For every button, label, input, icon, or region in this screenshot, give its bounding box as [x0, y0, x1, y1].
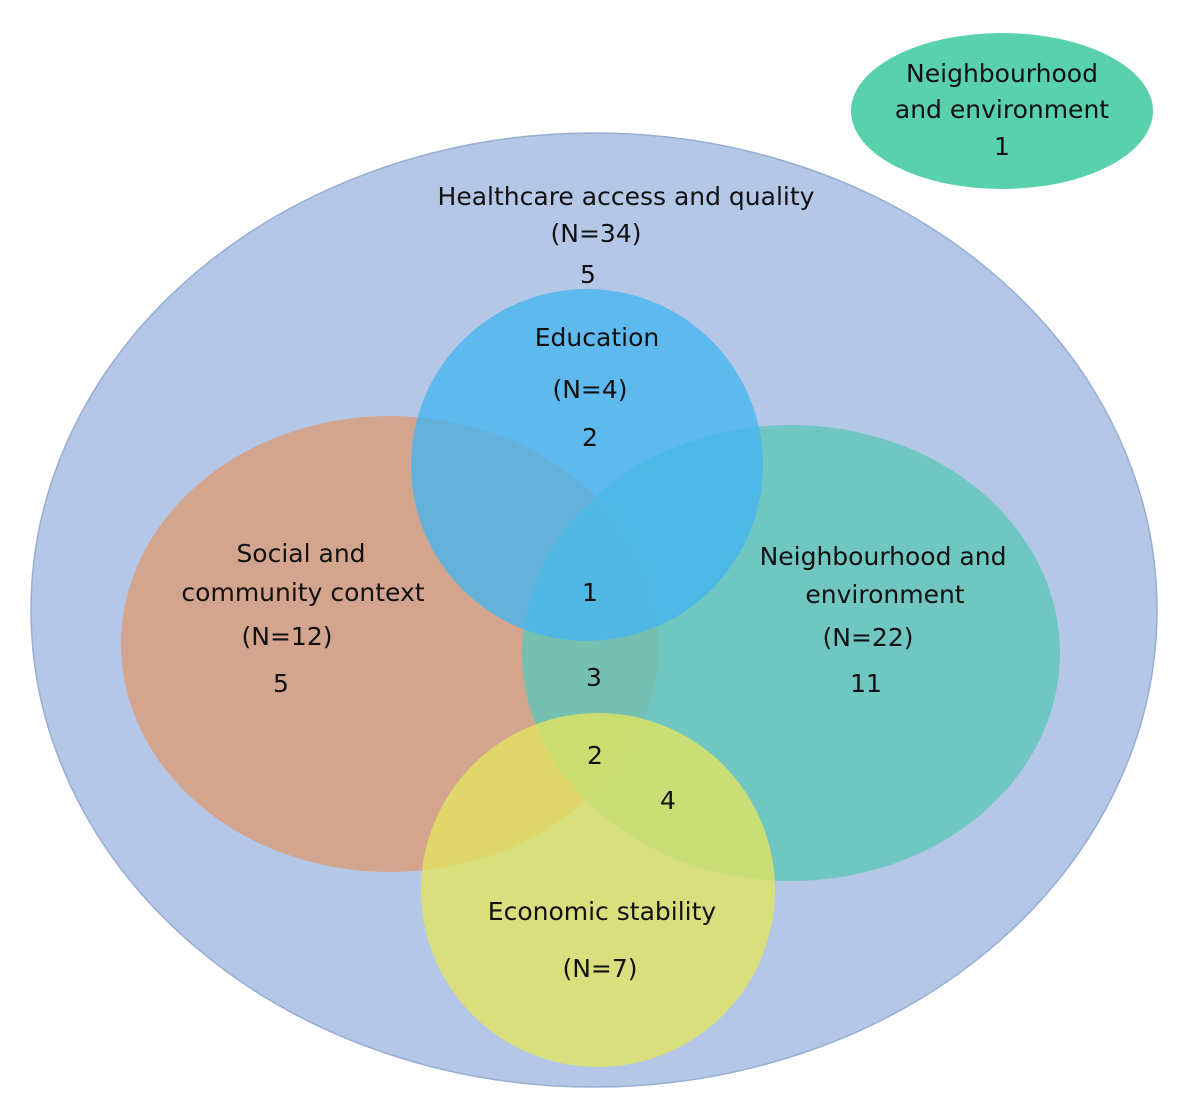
overlap-edu-social-neigh-count: 1 [582, 578, 598, 607]
neighbourhood-unique-count: 11 [850, 669, 882, 698]
healthcare-n: (N=34) [551, 219, 642, 248]
standalone-title-line2: and environment [895, 95, 1109, 124]
social-title-line1: Social and [236, 539, 365, 568]
economic-stability-circle [421, 713, 775, 1067]
social-n: (N=12) [242, 622, 333, 651]
healthcare-title: Healthcare access and quality [438, 182, 815, 211]
standalone-neighbourhood-ellipse [851, 33, 1153, 189]
education-title: Education [535, 323, 659, 352]
overlap-neigh-econ-count: 4 [660, 786, 676, 815]
overlap-social-neigh-econ-count: 2 [587, 741, 603, 770]
economic-title: Economic stability [488, 897, 717, 926]
education-circle [411, 289, 763, 641]
social-title-line2: community context [181, 578, 424, 607]
overlap-social-neigh-count: 3 [586, 663, 602, 692]
education-unique-count: 2 [582, 423, 598, 452]
education-n: (N=4) [552, 375, 627, 404]
neighbourhood-title-line1: Neighbourhood and [760, 542, 1007, 571]
neighbourhood-n: (N=22) [823, 623, 914, 652]
standalone-title-line1: Neighbourhood [906, 59, 1098, 88]
economic-n: (N=7) [562, 954, 637, 983]
neighbourhood-title-line2: environment [805, 580, 964, 609]
standalone-count: 1 [994, 132, 1010, 161]
social-unique-count: 5 [273, 669, 289, 698]
healthcare-unique-count: 5 [580, 260, 596, 289]
